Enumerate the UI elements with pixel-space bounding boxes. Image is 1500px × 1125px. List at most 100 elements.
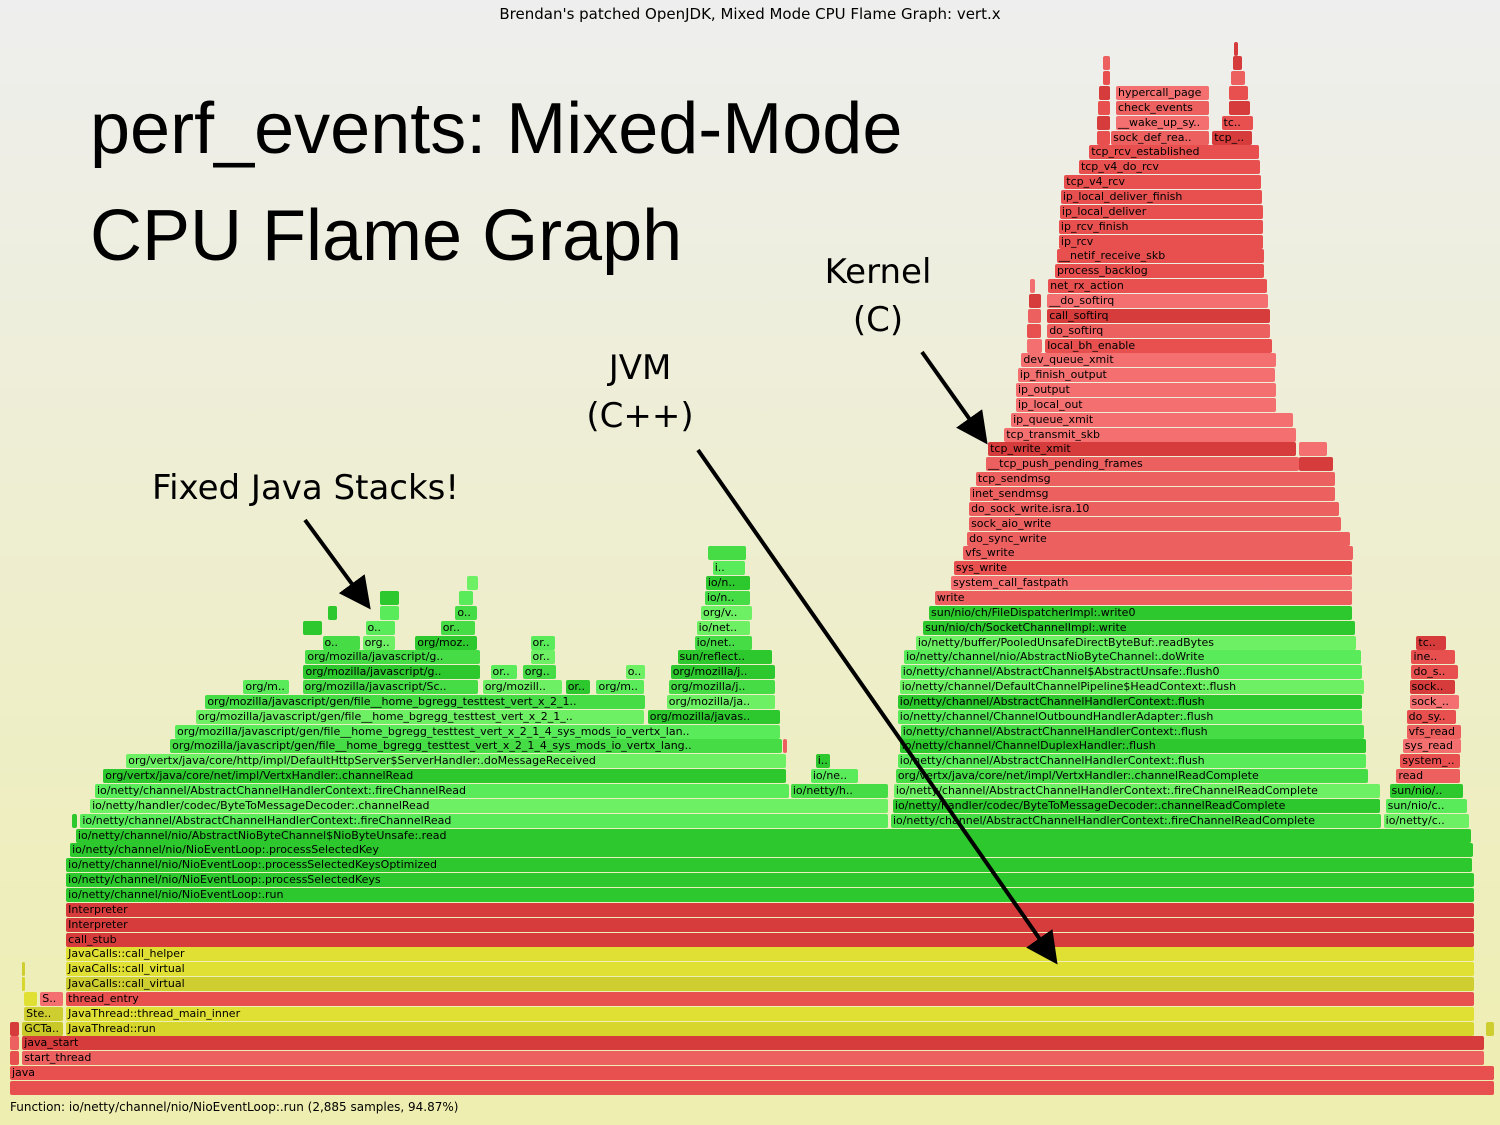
flame-frame[interactable]: do_sock_write.isra.10: [969, 501, 1339, 516]
flame-frame[interactable]: io/ne..: [810, 769, 858, 784]
flame-frame[interactable]: JavaCalls::call_virtual: [66, 962, 1475, 977]
flame-frame[interactable]: tcp_v4_rcv: [1064, 175, 1261, 190]
flame-frame[interactable]: [1229, 86, 1249, 101]
flame-frame[interactable]: org/mozilla/javas..: [647, 709, 781, 724]
flame-frame[interactable]: io/netty/channel/nio/NioEventLoop:.proce…: [66, 858, 1473, 873]
flame-frame[interactable]: tcp_v4_do_rcv: [1078, 160, 1261, 175]
flame-frame[interactable]: [24, 991, 38, 1006]
flame-frame[interactable]: [1234, 41, 1239, 56]
flame-frame[interactable]: io/netty/channel/AbstractChannelHandlerC…: [893, 784, 1381, 798]
flame-frame[interactable]: io/net..: [694, 635, 752, 650]
flame-frame[interactable]: or..: [440, 620, 475, 635]
flame-frame[interactable]: io/netty/c..: [1383, 813, 1469, 828]
flame-frame[interactable]: [1030, 279, 1035, 294]
flame-frame[interactable]: [459, 590, 473, 605]
flame-frame[interactable]: [22, 962, 26, 977]
flame-frame[interactable]: sock_..: [1409, 694, 1459, 709]
flame-frame[interactable]: org/m..: [243, 680, 290, 695]
flame-frame[interactable]: io/netty/channel/nio/AbstractNioByteChan…: [904, 650, 1361, 665]
flame-frame[interactable]: org/moz..: [415, 635, 478, 650]
flame-frame[interactable]: org/mozill..: [482, 680, 562, 695]
flame-frame[interactable]: io/netty/channel/AbstractChannelHandlerC…: [80, 813, 888, 828]
flame-frame[interactable]: net_rx_action: [1048, 279, 1268, 294]
flame-frame[interactable]: [1027, 323, 1042, 338]
flame-frame[interactable]: [466, 576, 478, 591]
flame-frame[interactable]: [1299, 442, 1328, 457]
flame-frame[interactable]: [1029, 293, 1042, 308]
flame-frame[interactable]: or..: [490, 665, 518, 680]
flame-frame[interactable]: java_start: [22, 1036, 1484, 1051]
flame-frame[interactable]: S..: [40, 991, 64, 1006]
flame-frame[interactable]: vfs_write: [963, 546, 1353, 561]
flame-frame[interactable]: __netif_receive_skb: [1056, 249, 1264, 264]
flame-frame[interactable]: io/netty/channel/AbstractChannelHandlerC…: [897, 754, 1367, 769]
flame-frame[interactable]: sock..: [1409, 680, 1456, 695]
flame-frame[interactable]: tc..: [1221, 115, 1253, 130]
flame-frame[interactable]: org/mozilla/javascript/Sc..: [302, 680, 478, 695]
flame-frame[interactable]: ip_local_out: [1015, 397, 1277, 412]
flame-frame[interactable]: __tcp_push_pending_frames: [986, 457, 1299, 472]
flame-frame[interactable]: [1098, 86, 1111, 101]
flame-frame[interactable]: JavaCalls::call_virtual: [66, 977, 1475, 992]
flame-frame[interactable]: io/netty/channel/AbstractChannelHandlerC…: [900, 724, 1365, 739]
flame-frame[interactable]: call_stub: [66, 932, 1475, 947]
flame-frame[interactable]: [328, 605, 338, 620]
flame-frame[interactable]: o..: [455, 605, 478, 620]
flame-frame[interactable]: org..: [362, 635, 395, 650]
flame-frame[interactable]: org..: [522, 665, 556, 680]
flame-frame[interactable]: [72, 813, 77, 828]
flame-frame[interactable]: io/netty/channel/AbstractChannelHandlerC…: [94, 784, 789, 798]
flame-frame[interactable]: hypercall_page: [1116, 86, 1210, 101]
flame-frame[interactable]: io/netty/channel/ChannelDuplexHandler:.f…: [899, 739, 1367, 754]
flame-frame[interactable]: org/mozilla/javascript/g..: [303, 665, 480, 680]
flame-frame[interactable]: sys_write: [953, 561, 1353, 576]
flame-frame[interactable]: org/vertx/java/core/net/impl/VertxHandle…: [103, 769, 786, 784]
flame-frame[interactable]: GCTa..: [22, 1021, 64, 1036]
flame-frame[interactable]: system_..: [1400, 754, 1461, 769]
flame-frame[interactable]: or..: [530, 635, 556, 650]
flame-frame[interactable]: Ste..: [24, 1006, 64, 1021]
flame-frame[interactable]: ip_queue_xmit: [1011, 412, 1294, 427]
flame-frame[interactable]: org/m..: [596, 680, 645, 695]
flame-frame[interactable]: io/netty/channel/nio/NioEventLoop:.proce…: [70, 843, 1473, 858]
flame-frame[interactable]: sun/reflect..: [677, 650, 772, 665]
flame-frame[interactable]: tcp_write_xmit: [988, 442, 1297, 457]
flame-frame[interactable]: i..: [815, 754, 830, 769]
flame-frame[interactable]: ip_finish_output: [1017, 368, 1276, 383]
flame-frame[interactable]: ip_output: [1015, 383, 1277, 398]
flame-frame[interactable]: [10, 1036, 19, 1051]
flame-frame[interactable]: tcp_..: [1212, 130, 1253, 145]
flame-frame[interactable]: __wake_up_sy..: [1116, 115, 1210, 130]
flame-frame[interactable]: dev_queue_xmit: [1021, 353, 1276, 368]
flame-frame[interactable]: inet_sendmsg: [970, 487, 1336, 501]
flame-frame[interactable]: ip_rcv: [1058, 234, 1264, 249]
flame-frame[interactable]: io/n..: [704, 590, 750, 605]
flame-frame[interactable]: or..: [530, 650, 556, 665]
flame-frame[interactable]: __do_softirq: [1047, 293, 1269, 308]
flame-frame[interactable]: i..: [712, 561, 745, 576]
flame-frame[interactable]: check_events: [1116, 100, 1210, 115]
flame-frame[interactable]: [10, 1021, 19, 1036]
flame-frame[interactable]: org/mozilla/ja..: [666, 694, 775, 709]
flame-frame[interactable]: [1028, 308, 1042, 323]
flame-frame[interactable]: io/netty/channel/nio/NioEventLoop:.proce…: [66, 873, 1474, 888]
flame-frame[interactable]: ine..: [1411, 650, 1456, 665]
flame-frame[interactable]: io/netty/channel/nio/NioEventLoop:.run: [66, 887, 1474, 902]
flame-frame[interactable]: write: [934, 590, 1353, 605]
flame-frame[interactable]: sun/nio/c..: [1385, 798, 1467, 813]
flame-frame[interactable]: io/n..: [705, 576, 750, 591]
flame-frame[interactable]: Interpreter: [66, 902, 1475, 917]
flame-frame[interactable]: sock_def_rea..: [1111, 130, 1210, 145]
flame-frame[interactable]: do_sy..: [1406, 709, 1456, 724]
flame-frame[interactable]: or..: [565, 680, 590, 695]
flame-frame[interactable]: do_softirq: [1047, 323, 1271, 338]
flame-frame[interactable]: local_bh_enable: [1045, 338, 1273, 353]
flame-frame[interactable]: sun/nio/ch/FileDispatcherImpl:.write0: [929, 605, 1353, 620]
flame-frame[interactable]: org/mozilla/javascript/gen/file__home_bg…: [175, 724, 780, 739]
flame-frame[interactable]: [708, 546, 747, 561]
flame-frame[interactable]: [1233, 56, 1243, 71]
flame-frame[interactable]: JavaThread::run: [66, 1021, 1475, 1036]
flame-frame[interactable]: io/netty/buffer/PooledUnsafeDirectByteBu…: [915, 635, 1357, 650]
flame-frame[interactable]: io/netty/handler/codec/ByteToMessageDeco…: [90, 798, 888, 813]
flame-frame[interactable]: org/mozilla/javascript/gen/file__home_bg…: [170, 739, 782, 754]
